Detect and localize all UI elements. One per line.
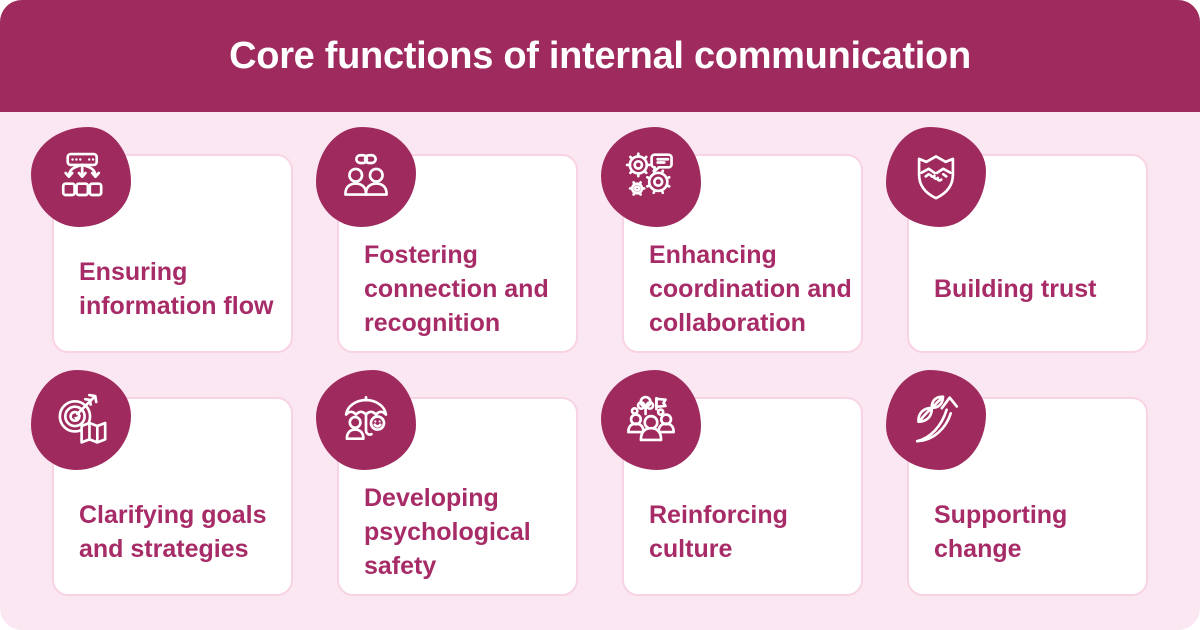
card-label: Supporting change	[934, 500, 1068, 563]
icon-blob	[601, 370, 701, 470]
card-body: Supporting change	[907, 397, 1148, 596]
server-distribution-icon	[61, 152, 103, 197]
target-arrow-map-icon	[58, 393, 107, 444]
sprout-growth-arrow-icon	[915, 395, 959, 443]
umbrella-person-smiley-icon	[344, 395, 388, 441]
card-grid: Ensuring information flow	[0, 127, 1200, 596]
card-label: Clarifying goals and strategies	[79, 500, 267, 563]
card-body: Reinforcing culture	[622, 397, 863, 596]
card-enhancing-coordination: Enhancing coordination and collaboration	[601, 127, 863, 353]
card-fostering-connection: Fostering connection and recognition	[316, 127, 578, 353]
card-ensuring-information-flow: Ensuring information flow	[31, 127, 293, 353]
people-group-tree-flag-icon	[627, 395, 675, 442]
page-title: Core functions of internal communication	[229, 34, 971, 77]
card-label: Building trust	[934, 274, 1097, 303]
handshake-shield-icon	[917, 155, 955, 200]
card-clarifying-goals: Clarifying goals and strategies	[31, 370, 293, 596]
icon-blob	[316, 370, 416, 470]
icon-blob	[886, 370, 986, 470]
card-label: Developing psychological safety	[364, 483, 531, 580]
card-supporting-change: Supporting change	[886, 370, 1148, 596]
link-two-people-icon	[344, 153, 388, 196]
card-building-trust: Building trust	[886, 127, 1148, 353]
icon-blob	[31, 370, 131, 470]
gears-chat-bubble-icon	[625, 152, 673, 196]
icon-blob	[31, 127, 131, 227]
card-body: Enhancing coordination and collaboration	[622, 154, 863, 353]
card-label: Enhancing coordination and collaboration	[649, 240, 852, 337]
card-label: Fostering connection and recognition	[364, 240, 549, 337]
icon-blob	[316, 127, 416, 227]
card-label: Ensuring information flow	[79, 257, 274, 320]
title-bar: Core functions of internal communication	[0, 0, 1200, 112]
card-label: Reinforcing culture	[649, 500, 788, 563]
card-psychological-safety: Developing psychological safety	[316, 370, 578, 596]
icon-blob	[886, 127, 986, 227]
card-reinforcing-culture: Reinforcing culture	[601, 370, 863, 596]
icon-blob	[601, 127, 701, 227]
